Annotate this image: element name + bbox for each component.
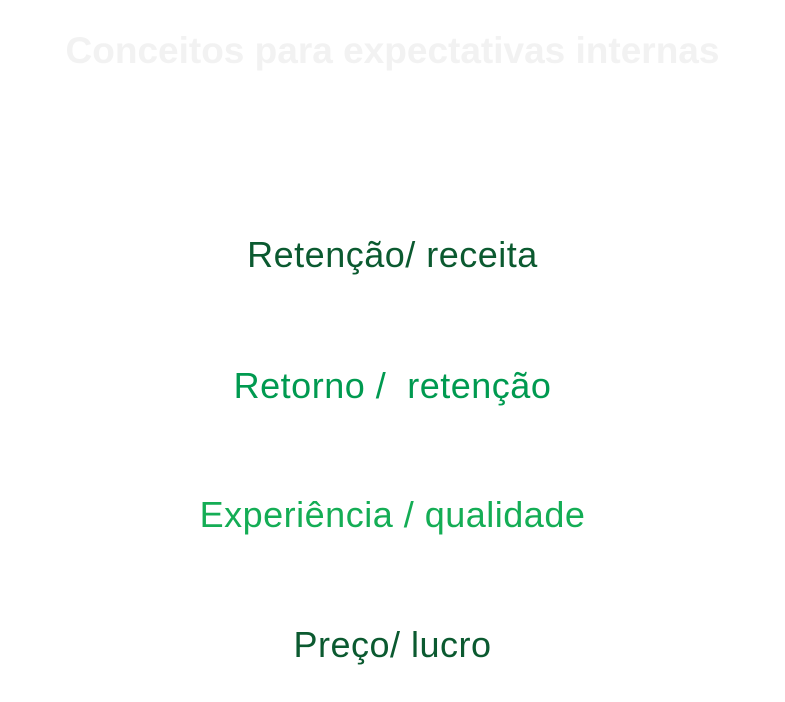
concept-experiencia-qualidade: Experiência / qualidade	[199, 494, 586, 535]
page-title: Conceitos para expectativas internas	[65, 30, 720, 71]
concept-retencao-receita: Retenção/ receita	[247, 234, 538, 275]
concept-preco-lucro: Preço/ lucro	[293, 624, 492, 665]
concept-retorno-retencao: Retorno / retenção	[233, 365, 552, 406]
